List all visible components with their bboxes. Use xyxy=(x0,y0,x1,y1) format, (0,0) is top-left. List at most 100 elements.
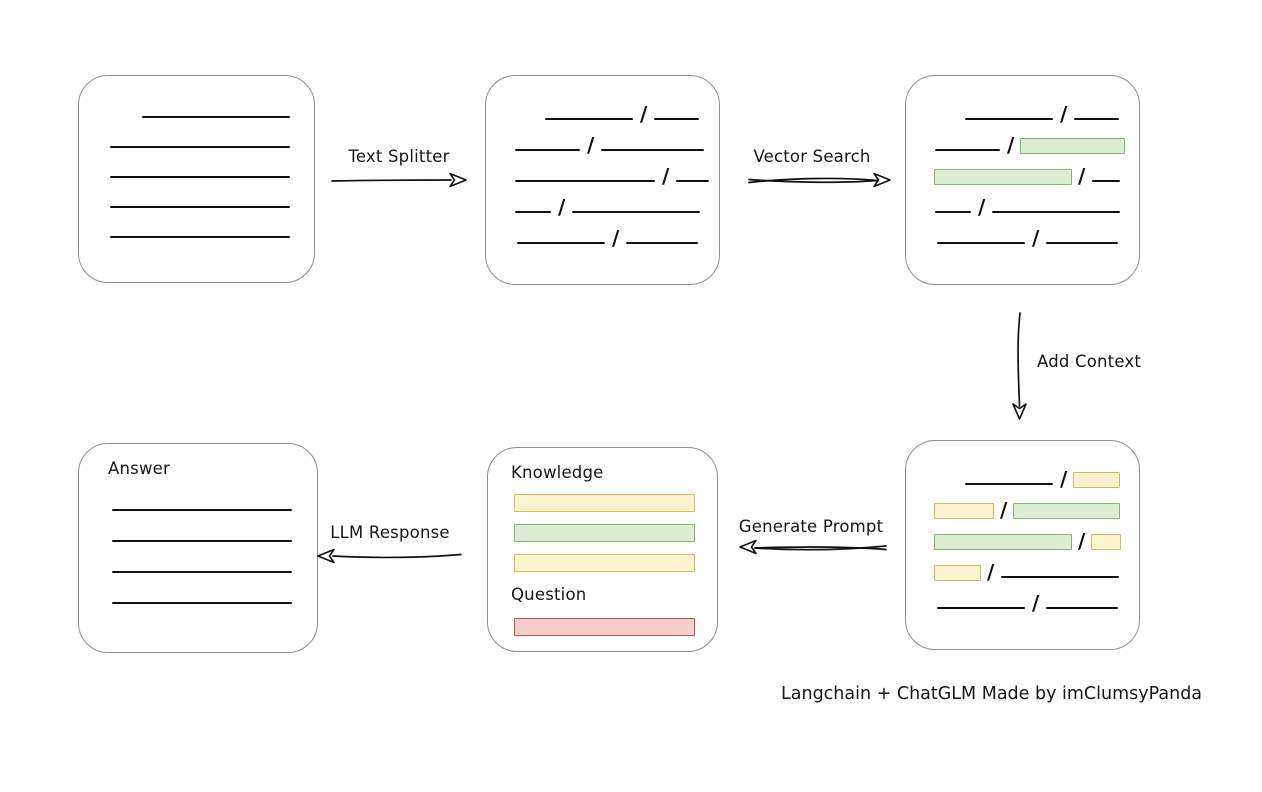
chunk-row: Question xyxy=(511,578,717,610)
chunk-row: / xyxy=(931,550,1139,584)
chunk-row: Knowledge xyxy=(511,456,717,488)
chunk-row xyxy=(106,92,314,122)
chunk-separator: / xyxy=(1000,498,1008,522)
gap xyxy=(931,487,961,488)
text-line xyxy=(110,236,290,238)
chunk-row xyxy=(108,515,317,546)
text-line xyxy=(937,242,1025,244)
split-chunks-box: / / / / / xyxy=(485,75,720,285)
chunk-row: / xyxy=(931,581,1139,615)
add-context-label: Add Context xyxy=(1037,352,1142,371)
red-highlight-chip xyxy=(514,618,695,636)
chunk-separator: / xyxy=(1032,591,1040,615)
chunk-separator: / xyxy=(662,164,670,188)
text-line xyxy=(676,180,710,182)
generate-prompt-label: Generate Prompt xyxy=(738,517,884,536)
text-line xyxy=(572,211,701,213)
chunk-separator: / xyxy=(1007,133,1015,157)
text-line xyxy=(545,118,633,120)
chunk-row: / xyxy=(931,185,1139,217)
text-line xyxy=(515,149,580,151)
vector-search-result-box: ///// xyxy=(905,75,1140,285)
chunk-separator: / xyxy=(1060,102,1068,126)
chunk-row xyxy=(106,182,314,212)
yellow-highlight-chip xyxy=(934,565,981,581)
gap xyxy=(931,122,961,123)
chunk-row xyxy=(106,152,314,182)
text-line xyxy=(626,242,699,244)
text-line xyxy=(1046,242,1119,244)
green-highlight-chip xyxy=(934,534,1072,550)
box-label: Knowledge xyxy=(511,462,604,482)
text-line xyxy=(1001,576,1120,578)
chunk-row xyxy=(511,488,717,518)
green-highlight-chip xyxy=(1013,503,1121,519)
chunk-row xyxy=(511,548,717,578)
chunk-row: / xyxy=(511,92,719,124)
yellow-highlight-chip xyxy=(514,554,695,572)
box-label: Answer xyxy=(108,458,170,478)
chunk-row: / xyxy=(511,185,719,219)
text-line xyxy=(935,149,1000,151)
text-line xyxy=(515,180,655,182)
text-line xyxy=(1092,180,1121,182)
chunk-row: / xyxy=(931,488,1139,522)
chunk-row: / xyxy=(931,519,1139,553)
text-line xyxy=(965,118,1053,120)
chunk-row xyxy=(106,122,314,152)
text-splitter-arrow xyxy=(331,172,467,188)
gap xyxy=(511,246,513,247)
text-line xyxy=(935,211,971,213)
box-label: Question xyxy=(511,584,587,604)
document-box xyxy=(78,75,315,283)
answer-box: Answer xyxy=(78,443,318,653)
text-splitter-label: Text Splitter xyxy=(348,147,450,166)
gap xyxy=(931,611,933,612)
credit-caption: Langchain + ChatGLM Made by imClumsyPand… xyxy=(781,684,1203,704)
chunk-row: Answer xyxy=(108,452,317,484)
gap xyxy=(931,246,933,247)
chunk-separator: / xyxy=(587,133,595,157)
chunk-row xyxy=(108,484,317,515)
chunk-separator: / xyxy=(1078,529,1086,553)
chunk-row xyxy=(108,546,317,577)
text-line xyxy=(517,242,605,244)
vector-search-arrow xyxy=(748,172,891,188)
context-result-box: ///// xyxy=(905,440,1140,650)
text-line xyxy=(992,211,1121,213)
yellow-highlight-chip xyxy=(1073,472,1121,488)
yellow-highlight-chip xyxy=(514,494,695,512)
text-line xyxy=(142,116,290,118)
yellow-highlight-chip xyxy=(1091,534,1122,550)
green-highlight-chip xyxy=(934,169,1072,185)
text-line xyxy=(601,149,705,151)
vector-search-label: Vector Search xyxy=(753,147,871,166)
chunk-row: / xyxy=(931,92,1139,126)
chunk-row xyxy=(108,577,317,608)
yellow-highlight-chip xyxy=(934,503,994,519)
text-line xyxy=(1046,607,1119,609)
text-line xyxy=(110,206,290,208)
green-highlight-chip xyxy=(1020,138,1126,154)
text-line xyxy=(112,509,292,511)
text-line xyxy=(515,211,551,213)
text-line xyxy=(937,607,1025,609)
chunk-row: / xyxy=(511,216,719,250)
chunk-row xyxy=(106,212,314,242)
chunk-row xyxy=(511,610,717,644)
chunk-separator: / xyxy=(987,560,995,584)
chunk-row: / xyxy=(511,154,719,188)
chunk-row: / xyxy=(931,123,1139,157)
chunk-separator: / xyxy=(612,226,620,250)
chunk-separator: / xyxy=(1032,226,1040,250)
text-line xyxy=(110,146,290,148)
chunk-row: / xyxy=(931,216,1139,250)
text-line xyxy=(1074,118,1120,120)
chunk-separator: / xyxy=(1078,164,1086,188)
chunk-separator: / xyxy=(558,195,566,219)
text-line xyxy=(654,118,700,120)
gap xyxy=(106,121,138,122)
chunk-row xyxy=(511,518,717,548)
